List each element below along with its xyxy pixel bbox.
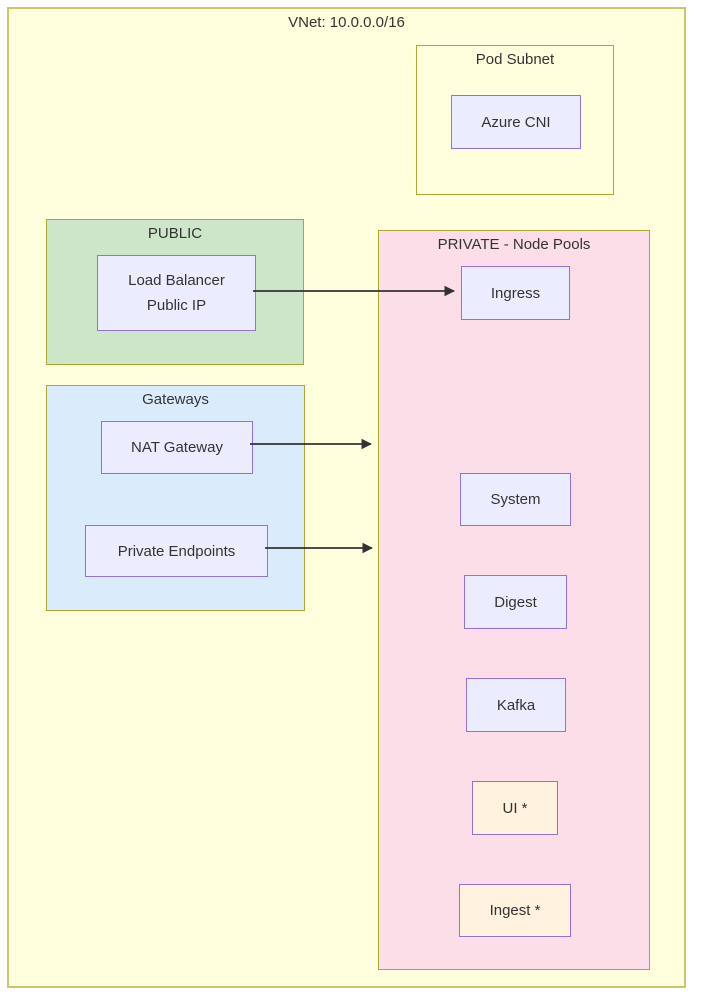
node-private-endpoints-label: Private Endpoints	[117, 542, 236, 560]
node-ingress-label: Ingress	[490, 284, 541, 302]
node-kafka: Kafka	[466, 678, 566, 732]
node-load-balancer-public-ip-label: Load Balancer Public IP	[128, 272, 225, 314]
node-kafka-label: Kafka	[496, 696, 536, 714]
node-ingest-label: Ingest *	[489, 902, 541, 919]
gateways-title: Gateways	[142, 391, 209, 408]
pod-subnet-group: Pod Subnet Azure CNI	[416, 45, 614, 195]
node-system: System	[460, 473, 571, 526]
vnet-title: VNet: 10.0.0.0/16	[288, 14, 405, 31]
vnet-container: VNet: 10.0.0.0/16 Pod Subnet Azure CNI P…	[7, 7, 686, 988]
gateways-group: Gateways NAT Gateway Private Endpoints	[46, 385, 305, 611]
node-nat-gateway: NAT Gateway	[101, 421, 253, 474]
public-title: PUBLIC	[147, 225, 203, 242]
node-digest-label: Digest	[494, 593, 537, 611]
public-group: PUBLIC Load Balancer Public IP	[46, 219, 304, 365]
node-azure-cni: Azure CNI	[451, 95, 581, 149]
private-node-pools-title: PRIVATE - Node Pools	[437, 236, 591, 253]
private-node-pools-group: PRIVATE - Node Pools Ingress System Dige…	[378, 230, 650, 970]
node-nat-gateway-label: NAT Gateway	[131, 439, 223, 456]
node-ingress: Ingress	[461, 266, 570, 320]
node-load-balancer-public-ip: Load Balancer Public IP	[97, 255, 256, 331]
node-ui-label: UI *	[502, 799, 528, 817]
pod-subnet-title: Pod Subnet	[475, 51, 555, 68]
node-digest: Digest	[464, 575, 567, 629]
node-ui: UI *	[472, 781, 558, 835]
node-azure-cni-label: Azure CNI	[481, 113, 551, 131]
node-private-endpoints: Private Endpoints	[85, 525, 268, 577]
node-system-label: System	[490, 491, 541, 508]
node-ingest: Ingest *	[459, 884, 571, 937]
